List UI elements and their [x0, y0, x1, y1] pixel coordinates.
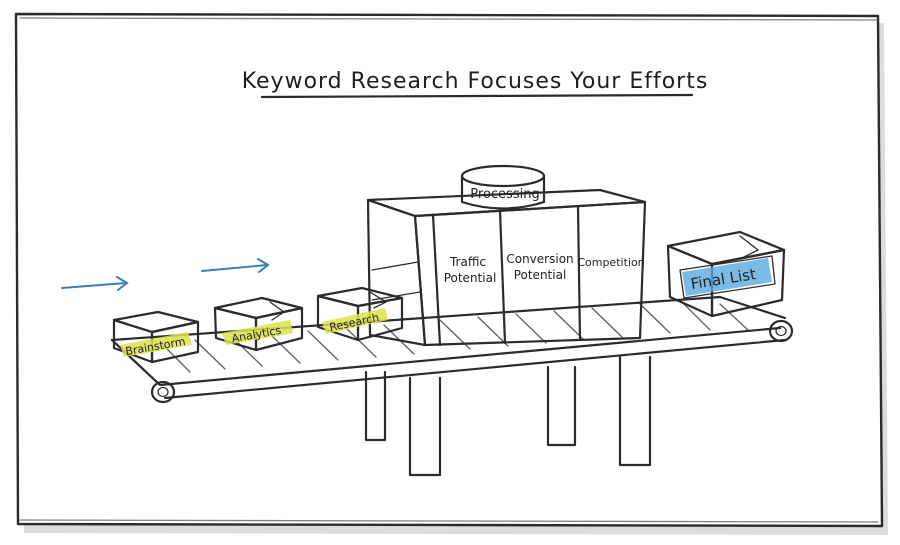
arrow-icon: [201, 258, 270, 273]
frame: [14, 12, 888, 535]
flow-arrows: [61, 258, 270, 291]
processing-label: Processing: [470, 187, 539, 202]
machine-column-traffic: Traffic Potential: [444, 255, 497, 285]
machine-column-conversion: Conversion Potential: [506, 252, 573, 282]
arrow-icon: [61, 276, 129, 291]
column-label-line: Competition: [577, 256, 644, 269]
output-box-final-list: Final List: [666, 230, 786, 318]
column-label-line: Potential: [444, 271, 497, 285]
machine-column-competition: Competition: [577, 256, 644, 269]
title-text: Keyword Research Focuses Your Efforts: [242, 69, 709, 94]
roller-right: [768, 319, 794, 343]
conveyor-legs: [364, 355, 652, 477]
column-label-line: Traffic: [449, 255, 486, 269]
roller-left: [150, 380, 176, 404]
column-label-line: Potential: [514, 268, 567, 282]
processing-cylinder: Processing: [460, 164, 546, 210]
diagram-title: Keyword Research Focuses Your Efforts: [242, 69, 709, 99]
column-label-line: Conversion: [506, 252, 573, 266]
